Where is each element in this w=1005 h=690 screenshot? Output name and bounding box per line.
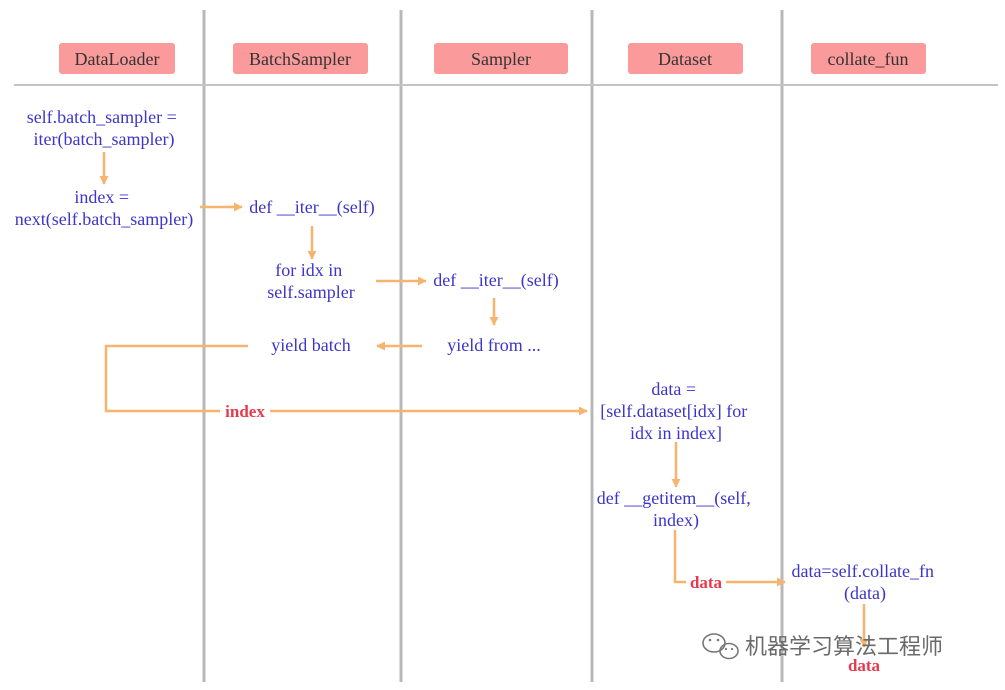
step-s-def-iter: def __iter__(self) [433,270,558,291]
arrow-index-loop [104,344,588,416]
lane-header-label: Dataset [658,49,712,69]
step-yield-batch: yield batch [271,335,350,355]
step-collate-call: data=self.collate_fn (data) [791,561,938,604]
data-label: data [690,573,723,592]
index-label-bg [220,401,270,421]
final-data-label: data [848,656,881,675]
step-yield-from: yield from ... [447,335,540,355]
step-getitem: def __getitem__(self, index) [597,488,755,531]
lane-header-label: collate_fun [828,49,909,69]
watermark-text: 机器学习算法工程师 [745,635,943,660]
step-batch-sampler-iter: self.batch_sampler = iter(batch_sampler) [27,107,182,150]
lane-header-collate: collate_fun [811,43,926,74]
lane-header-dataloader: DataLoader [59,43,175,74]
lane-header-label: DataLoader [75,49,160,69]
step-for-idx: for idx in self.sampler [267,260,354,302]
index-label: index [225,402,265,421]
lane-header-label: BatchSampler [249,49,351,69]
step-index-next: index = next(self.batch_sampler) [15,187,193,230]
lane-header-label: Sampler [471,49,531,69]
lane-header-batchsampler: BatchSampler [233,43,368,74]
lane-header-sampler: Sampler [434,43,568,74]
step-dataset-list: data = [self.dataset[idx] for idx in ind… [600,379,751,443]
arrow-data-to-collate [673,530,786,587]
step-bs-def-iter: def __iter__(self) [249,197,374,218]
wechat-icon [702,633,739,660]
lane-header-dataset: Dataset [628,43,743,74]
data-label-bg [686,572,726,592]
